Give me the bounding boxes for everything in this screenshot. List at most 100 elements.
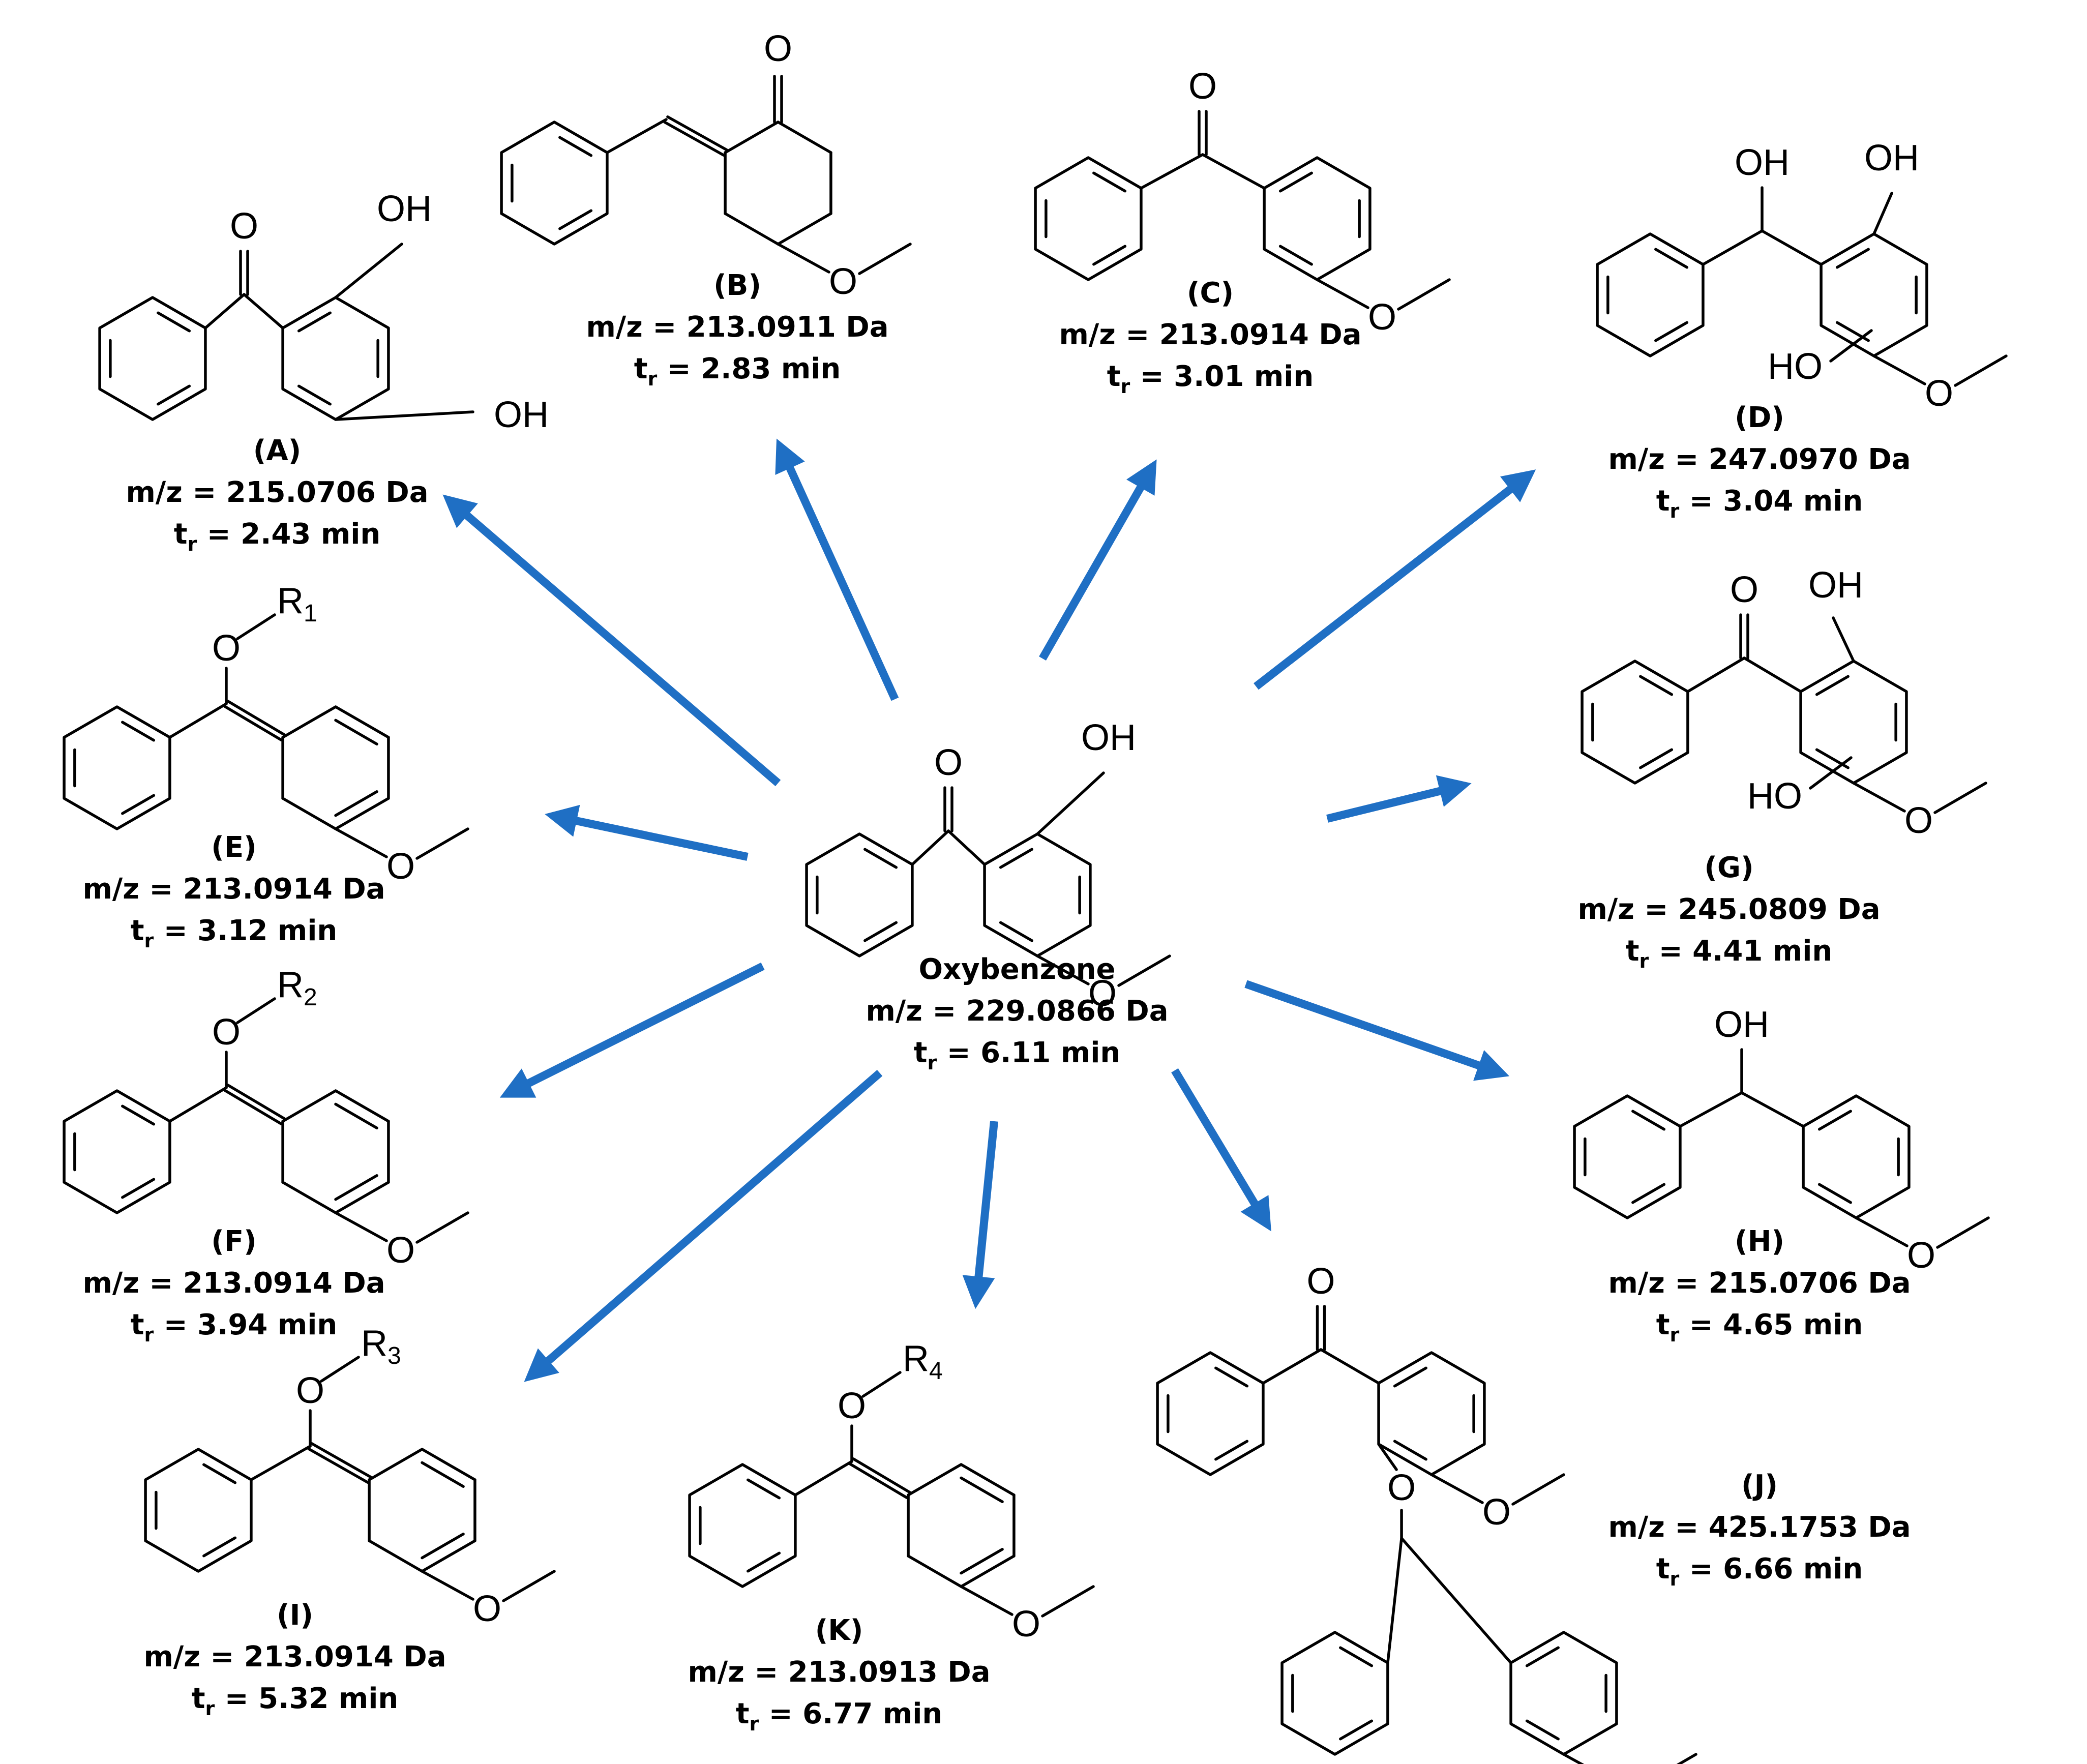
phenyl-ring <box>63 705 171 830</box>
methoxy-bond <box>1872 354 1926 385</box>
methoxy-bond <box>1852 782 1906 813</box>
ring-double-bond <box>157 311 191 333</box>
phenyl-ring <box>1596 232 1705 357</box>
ring-bond <box>421 1539 476 1573</box>
ring-double-bond <box>1214 1440 1249 1461</box>
ring-double-bond <box>334 1174 378 1201</box>
mass-value: m/z = 215.0706 Da <box>1608 1267 1911 1300</box>
r-group-3: R3 <box>361 1323 401 1369</box>
ring-double-bond <box>863 848 898 869</box>
methoxy-bond <box>1562 1753 1585 1764</box>
methoxy-bond <box>1036 954 1090 985</box>
methoxy-oxygen: O <box>1925 373 1953 414</box>
retention-time: tr = 5.32 min <box>192 1682 399 1720</box>
ring-double-bond <box>960 1548 1004 1575</box>
bond <box>236 997 276 1024</box>
bond <box>1743 656 1802 693</box>
ring-double-bond <box>1654 248 1689 269</box>
phenyl-ring <box>1581 660 1689 785</box>
bond-layer <box>63 75 2008 1764</box>
methoxy-oxygen: O <box>1012 1604 1040 1645</box>
hydroxyl-group: OH <box>1864 138 1919 178</box>
phenyl-ring <box>1573 1094 1682 1219</box>
ring-double-bond <box>1339 1646 1374 1667</box>
phenyl-ring <box>500 121 609 246</box>
retention-time: tr = 6.11 min <box>914 1036 1121 1074</box>
ether-oxygen: O <box>1387 1468 1416 1508</box>
compound-label: (D) <box>1735 401 1784 434</box>
arrow-to-K <box>962 1121 998 1309</box>
ring-bond <box>281 797 337 830</box>
arrow-to-B <box>775 438 899 701</box>
ring-bond <box>334 797 390 830</box>
ring-double-bond <box>1278 245 1313 266</box>
phenyl-ring <box>1509 1631 1618 1756</box>
ring-bond <box>281 1089 337 1123</box>
compound-label: (K) <box>815 1614 863 1647</box>
retention-time: tr = 2.83 min <box>634 352 841 390</box>
bond <box>1262 1348 1323 1385</box>
carbonyl-oxygen: O <box>230 206 258 247</box>
ring-double-bond <box>863 921 898 942</box>
arrow-to-E <box>545 804 749 861</box>
arrow-to-A <box>442 494 781 787</box>
ring-double-bond <box>421 1461 465 1488</box>
ring-bond <box>960 1463 1016 1497</box>
bond <box>606 118 668 154</box>
bond <box>1140 153 1204 190</box>
methoxy-oxygen: O <box>473 1589 501 1629</box>
retention-time: tr = 4.65 min <box>1656 1308 1863 1346</box>
substituted-ring <box>1377 1351 1486 1476</box>
hydroxyl-group: OH <box>1735 142 1790 183</box>
bond <box>947 829 986 866</box>
phenyl-ring <box>1280 1631 1389 1756</box>
methyl-bond <box>415 827 469 860</box>
methyl-bond <box>1511 1473 1565 1506</box>
methoxy-oxygen: O <box>386 846 415 887</box>
r-group-4: R4 <box>903 1338 943 1385</box>
bond <box>1809 756 1853 790</box>
substituted-ring <box>281 296 390 421</box>
bond <box>1201 153 1266 190</box>
ring-double-bond <box>1214 1366 1249 1388</box>
mass-value: m/z = 213.0914 Da <box>143 1640 446 1673</box>
ring-double-bond <box>334 719 378 745</box>
ring-double-bond <box>121 1104 156 1126</box>
methoxy-bond <box>960 1585 1013 1616</box>
ring-bond <box>334 1181 390 1214</box>
bond <box>794 1460 853 1497</box>
substituted-ring <box>1820 232 1928 357</box>
carbonyl-oxygen: O <box>764 28 792 69</box>
ring-double-bond <box>1525 1646 1560 1667</box>
bond <box>1386 1537 1403 1664</box>
ring-bond <box>368 1539 424 1573</box>
bond <box>1686 656 1746 693</box>
bond <box>168 702 228 739</box>
retention-time: tr = 2.43 min <box>174 518 381 555</box>
ring-double-bond <box>1092 171 1127 193</box>
arrow-to-H <box>1244 980 1510 1081</box>
compound-label: (F) <box>211 1225 256 1258</box>
ring-bond <box>907 1554 963 1588</box>
exocyclic-double-bond <box>223 705 283 741</box>
ring-double-bond <box>1815 675 1850 696</box>
hydroxyl-group: OH <box>1081 717 1136 758</box>
ether-oxygen: O <box>296 1370 324 1411</box>
carbonyl-oxygen: O <box>1188 66 1217 107</box>
ring-double-bond <box>202 1463 237 1484</box>
methyl-bond <box>1397 278 1451 311</box>
hydroxyl-group: HO <box>1768 346 1823 387</box>
bond <box>204 293 246 330</box>
ring-bond <box>777 121 832 154</box>
compound-label: (E) <box>211 831 256 864</box>
bond <box>243 293 284 330</box>
exocyclic-double-bond <box>226 700 286 736</box>
ring-bond <box>960 1554 1016 1588</box>
bond <box>168 1086 228 1123</box>
